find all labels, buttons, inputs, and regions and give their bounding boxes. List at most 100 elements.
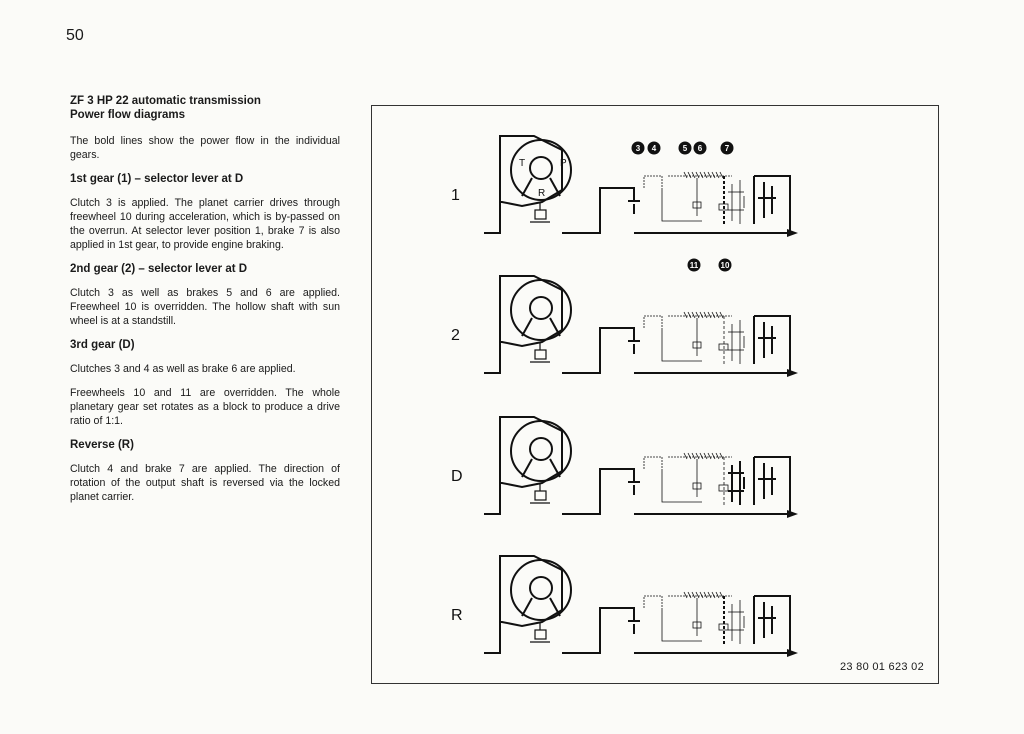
diagram-line: [521, 597, 533, 617]
diagram-line: [643, 175, 663, 188]
component-badge: 5: [678, 141, 692, 155]
figure-code: 23 80 01 623 02: [839, 661, 924, 673]
diagram-line: [703, 591, 708, 599]
section-heading: 2nd gear (2) – selector lever at D: [70, 263, 248, 275]
diagram-line: [719, 452, 724, 460]
diagram-line: [715, 171, 720, 179]
badge-number: 7: [725, 144, 730, 153]
diagram-line: [683, 452, 688, 460]
diagram-label: R: [451, 607, 463, 624]
diagram-line: [707, 171, 712, 179]
diagram-line: [699, 171, 704, 179]
freewheel-11: [692, 201, 702, 209]
diagram-line: [703, 452, 708, 460]
diagram-label: D: [451, 468, 463, 485]
diagram-line: [695, 591, 700, 599]
badge-circle: [687, 258, 701, 272]
output-arrow: [787, 369, 798, 377]
diagram-line: [707, 591, 712, 599]
diagram-line: [484, 555, 563, 654]
component-badge: 11: [687, 258, 701, 272]
diagram-label: 1: [451, 187, 460, 204]
page-number: 50: [66, 27, 84, 44]
badge-circle: [631, 141, 645, 155]
diagram-line: [719, 171, 724, 179]
diagram-line: [691, 452, 696, 460]
converter-ring: [510, 279, 572, 341]
diagram-line: [754, 595, 791, 653]
freewheel-11: [692, 621, 702, 629]
diagram-line: [703, 311, 708, 319]
diagram-line: [661, 188, 702, 222]
diagram-line: [691, 171, 696, 179]
diagram-line: [703, 171, 708, 179]
oil-pump: [534, 490, 547, 501]
diagram-line: [754, 315, 791, 373]
badge-number: 3: [636, 144, 641, 153]
output-arrow: [787, 649, 798, 657]
diagram-line: [549, 317, 561, 337]
freewheel-11: [692, 482, 702, 490]
section-paragraph: Clutch 3 as well as brakes 5 and 6 are a…: [70, 287, 340, 327]
diagram-line: [711, 171, 716, 179]
converter-hub: [529, 156, 553, 180]
badge-circle: [718, 258, 732, 272]
diagram-line: [687, 171, 692, 179]
diagram-line: [711, 591, 716, 599]
diagram-line: [683, 171, 688, 179]
diagram-line: [661, 469, 702, 503]
diagram-line: [643, 456, 663, 469]
diagram-line: [484, 275, 563, 374]
diagram-label: 2: [451, 327, 460, 344]
diagram-line: [699, 311, 704, 319]
diagram-line: [754, 175, 791, 233]
gear-diagram: R: [451, 555, 798, 657]
diagram-line: [719, 311, 724, 319]
diagram-line: [691, 311, 696, 319]
badge-circle: [693, 141, 707, 155]
converter-ring: [510, 559, 572, 621]
diagram-line: [699, 452, 704, 460]
text-column: ZF 3 HP 22 automatic transmission Power …: [70, 94, 340, 514]
component-badge: 6: [693, 141, 707, 155]
diagram-line: [521, 317, 533, 337]
converter-ring: [510, 139, 572, 201]
output-arrow: [787, 510, 798, 518]
diagram-line: [562, 187, 635, 234]
diagram-line: [715, 311, 720, 319]
gear-diagram: D: [451, 416, 798, 518]
diagram-line: [562, 327, 635, 374]
badge-number: 11: [690, 261, 699, 270]
oil-pump: [534, 349, 547, 360]
diagram-line: [695, 311, 700, 319]
badge-circle: [720, 141, 734, 155]
freewheel-10: [718, 623, 729, 631]
section-heading: 1st gear (1) – selector lever at D: [70, 173, 244, 185]
converter-hub: [529, 296, 553, 320]
badge-number: 4: [652, 144, 657, 153]
converter-label-t: T: [519, 158, 525, 169]
diagram-line: [687, 311, 692, 319]
diagram-line: [549, 597, 561, 617]
diagram-line: [754, 456, 791, 514]
badge-number: 6: [698, 144, 703, 153]
gear-diagram: 2: [451, 275, 798, 377]
output-arrow: [787, 229, 798, 237]
oil-pump: [534, 209, 547, 220]
converter-hub: [529, 437, 553, 461]
diagram-line: [643, 595, 663, 608]
diagram-line: [707, 452, 712, 460]
freewheel-10: [718, 343, 729, 351]
diagram-line: [715, 452, 720, 460]
diagram-line: [643, 315, 663, 328]
component-badge: 3: [631, 141, 645, 155]
diagram-line: [661, 328, 702, 362]
freewheel-10: [718, 484, 729, 492]
freewheel-10: [718, 203, 729, 211]
diagram-line: [562, 468, 635, 515]
diagram-line: [562, 607, 635, 654]
diagram-line: [695, 452, 700, 460]
diagram-line: [691, 591, 696, 599]
